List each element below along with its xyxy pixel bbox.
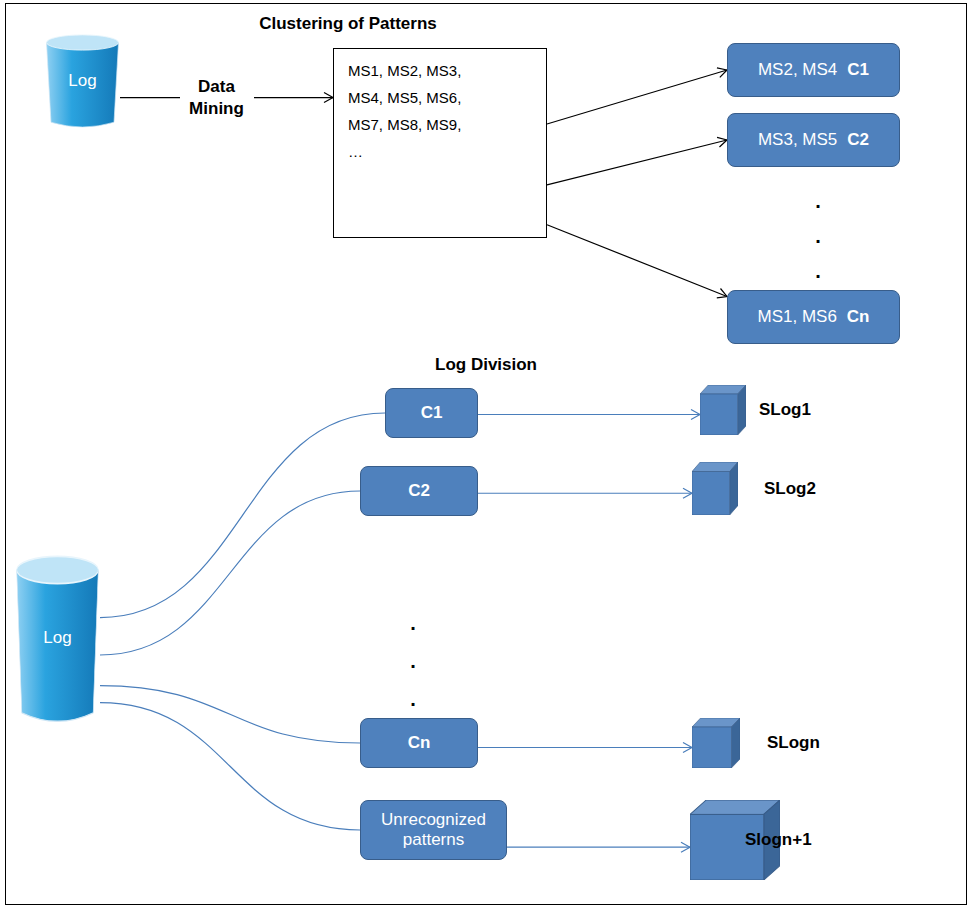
cluster-id: C2 bbox=[847, 130, 869, 150]
cluster-box: C1 bbox=[385, 388, 478, 438]
connector bbox=[100, 703, 360, 830]
node-text: Cn bbox=[408, 733, 431, 753]
log-database: Log bbox=[15, 553, 100, 723]
node-text: MS2, MS4 bbox=[758, 60, 837, 80]
cluster-id: C1 bbox=[847, 60, 869, 80]
node-text: Log bbox=[43, 628, 71, 648]
cluster-id: Cn bbox=[847, 307, 870, 327]
sub-log-cube: Slogn+1 bbox=[690, 800, 780, 880]
ellipsis-dot: . bbox=[410, 650, 416, 673]
storage-cube bbox=[692, 718, 740, 768]
cluster-box: MS2, MS4 C1 bbox=[727, 43, 900, 97]
node-text: Unrecognized patterns bbox=[371, 810, 496, 850]
log-database: Log bbox=[45, 33, 120, 128]
diagram-title: Clustering of Patterns bbox=[259, 14, 437, 34]
node-text: MS1, MS6 bbox=[757, 307, 836, 327]
ellipsis-dot: . bbox=[410, 688, 416, 711]
connector bbox=[507, 847, 690, 848]
storage-cube bbox=[700, 385, 746, 435]
connector bbox=[478, 493, 692, 494]
node-text: SLog2 bbox=[764, 479, 816, 499]
ellipsis-dot: . bbox=[815, 190, 821, 213]
connector bbox=[547, 225, 727, 297]
cluster-box: Unrecognized patterns bbox=[360, 800, 507, 860]
connector bbox=[100, 413, 385, 618]
cluster-box: C2 bbox=[360, 466, 478, 516]
node-text: Slogn+1 bbox=[745, 830, 812, 850]
connector bbox=[478, 414, 700, 415]
sub-log-cube: SLog1 bbox=[700, 385, 746, 435]
edge-label: Data Mining bbox=[180, 76, 254, 119]
connector bbox=[547, 70, 727, 124]
node-text: MS1, MS2, MS3, MS4, MS5, MS6, MS7, MS8, … bbox=[348, 57, 466, 165]
storage-cube bbox=[692, 462, 738, 515]
connector bbox=[547, 140, 727, 185]
ellipsis-dot: . bbox=[815, 225, 821, 248]
node-text: C2 bbox=[408, 481, 430, 501]
node-text: MS3, MS5 bbox=[758, 130, 837, 150]
connector bbox=[100, 686, 360, 743]
node-text: SLogn bbox=[767, 733, 820, 753]
cluster-box: MS1, MS6 Cn bbox=[727, 290, 900, 344]
sub-log-cube: SLog2 bbox=[692, 462, 738, 515]
cluster-box: MS3, MS5 C2 bbox=[727, 113, 900, 167]
cluster-box: Cn bbox=[360, 718, 478, 768]
node-text: C1 bbox=[421, 403, 443, 423]
ellipsis-dot: . bbox=[410, 612, 416, 635]
ellipsis-dot: . bbox=[815, 260, 821, 283]
sub-log-cube: SLogn bbox=[692, 718, 740, 768]
connector bbox=[100, 491, 360, 655]
node-text: SLog1 bbox=[759, 400, 811, 420]
node-text: Log bbox=[68, 71, 96, 91]
section-heading: Log Division bbox=[435, 355, 537, 375]
connector bbox=[478, 747, 692, 748]
pattern-list-box: MS1, MS2, MS3, MS4, MS5, MS6, MS7, MS8, … bbox=[333, 48, 547, 238]
